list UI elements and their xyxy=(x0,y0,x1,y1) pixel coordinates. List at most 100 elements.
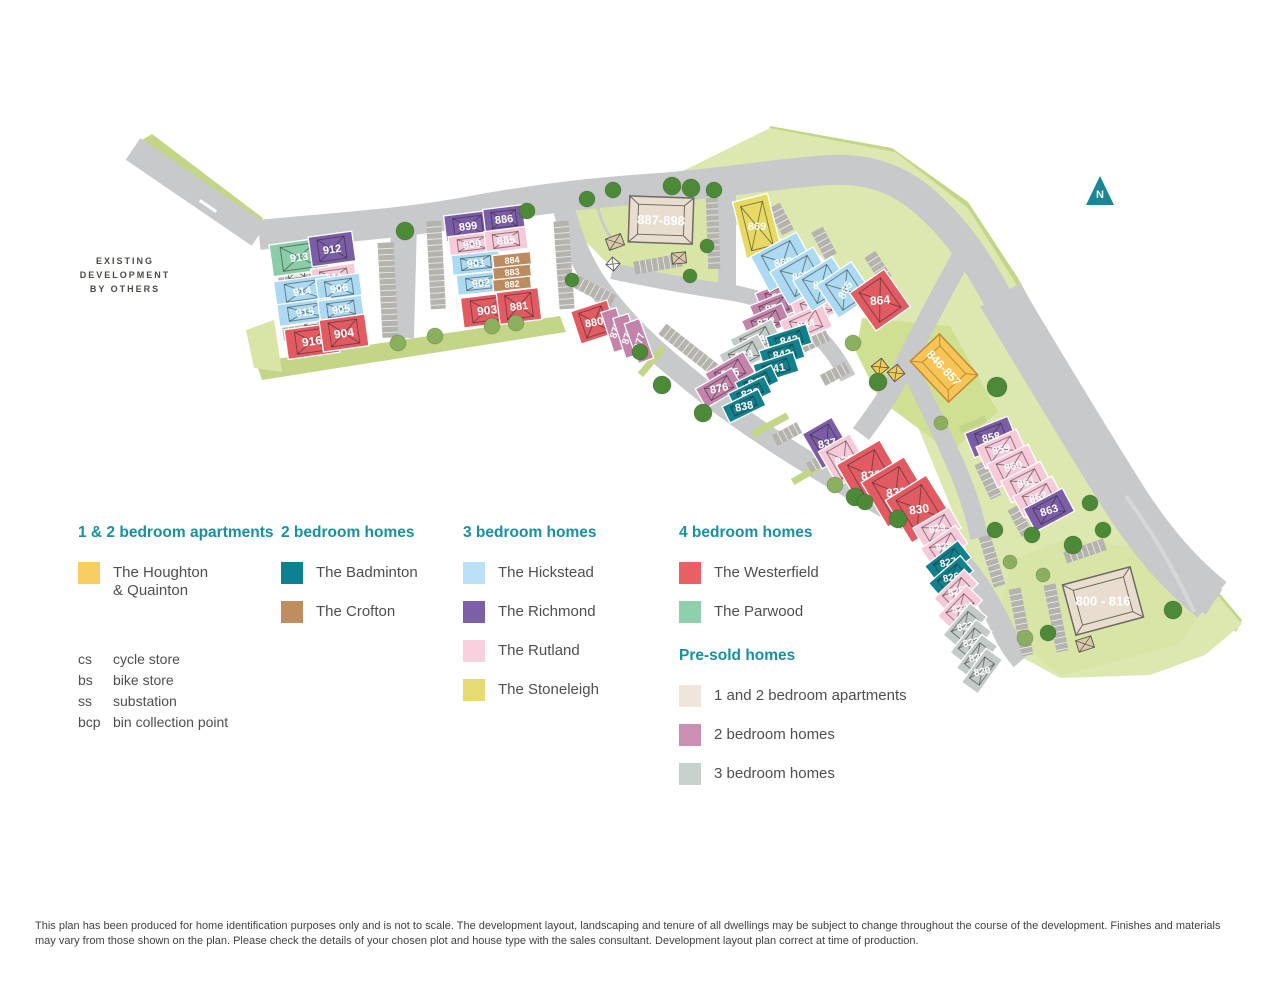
abbr-cs-label: cycle store xyxy=(113,651,180,667)
plot-label-906: 906 xyxy=(329,282,349,296)
houghton-label: The Houghton & Quainton xyxy=(113,564,209,599)
abbr-bcp-label: bin collection point xyxy=(113,714,229,730)
plot-863[interactable]: 863 xyxy=(1022,487,1076,533)
legend-item-richmond: The Richmond xyxy=(463,601,599,623)
plot-864[interactable]: 864 xyxy=(848,268,912,332)
abbr-cs: cs cycle store xyxy=(78,651,228,667)
legend-heading-2bed: 2 bedroom homes xyxy=(281,524,415,541)
house-footprint xyxy=(327,318,361,348)
road xyxy=(898,357,988,540)
abbr-ss: ss substation xyxy=(78,693,228,709)
westerfield-label: The Westerfield xyxy=(714,564,819,581)
tree-icon xyxy=(699,238,715,254)
tree-icon xyxy=(693,403,713,423)
plot-label-905: 905 xyxy=(331,303,351,317)
plot-label-869: 869 xyxy=(748,221,766,233)
legend-item-hickstead: The Hickstead xyxy=(463,562,599,584)
plot-820[interactable]: 820 xyxy=(960,647,1004,695)
parking-strip xyxy=(426,220,446,310)
house-footprint xyxy=(703,374,735,402)
plot-860[interactable]: 860 xyxy=(985,443,1041,489)
green-area xyxy=(246,320,282,372)
tree-icon xyxy=(1063,535,1083,555)
plot-859[interactable]: 859 xyxy=(975,428,1027,470)
parking-strip xyxy=(978,534,1006,588)
plot-906[interactable]: 906 xyxy=(314,272,364,304)
plot-label-899: 899 xyxy=(458,220,478,234)
tree-icon xyxy=(986,521,1004,539)
plot-label-904: 904 xyxy=(333,325,355,342)
plot-label-884: 884 xyxy=(504,254,520,266)
parking-strip xyxy=(811,226,837,260)
house-footprint xyxy=(729,395,759,417)
presold-3bed-label: 3 bedroom homes xyxy=(714,765,835,782)
plot-885[interactable]: 885 xyxy=(483,225,529,255)
north-arrow: N xyxy=(1086,176,1116,206)
footpath xyxy=(1124,494,1196,613)
parking-strip xyxy=(771,422,803,446)
north-arrow-icon xyxy=(1086,176,1114,205)
plot-886[interactable]: 886 xyxy=(481,203,527,235)
legend-item-crofton: The Crofton xyxy=(281,601,418,623)
plot-915[interactable]: 915 xyxy=(275,296,335,328)
tree-icon xyxy=(652,375,672,395)
legend-item-houghton: The Houghton & Quainton xyxy=(78,562,274,600)
plot-912[interactable]: 912 xyxy=(307,230,357,268)
plot-label-901: 901 xyxy=(466,257,486,271)
tree-icon xyxy=(426,327,444,345)
building-800-816[interactable]: 800 - 816 xyxy=(1061,565,1145,637)
abbr-bcp-key: bcp xyxy=(78,714,101,730)
legend-item-parwood: The Parwood xyxy=(679,601,907,623)
plot-label-829: 829 xyxy=(928,522,947,536)
plot-881[interactable]: 881 xyxy=(495,286,543,326)
parwood-label: The Parwood xyxy=(714,603,804,620)
crofton-label: The Crofton xyxy=(316,603,396,620)
plot-label-912: 912 xyxy=(322,243,342,257)
tree-icon xyxy=(395,221,415,241)
tree-icon xyxy=(856,493,874,511)
tree-icon xyxy=(1039,624,1057,642)
house-footprint xyxy=(968,656,996,686)
cycle-store-icon xyxy=(886,363,906,383)
plot-901[interactable]: 901 xyxy=(450,249,502,277)
legend-item-presold-apartments: 1 and 2 bedroom apartments xyxy=(679,685,907,707)
plot-883[interactable]: 883 xyxy=(491,263,533,281)
richmond-swatch xyxy=(463,601,485,623)
parwood-swatch xyxy=(679,601,701,623)
tree-icon xyxy=(564,272,580,288)
legend-item-westerfield: The Westerfield xyxy=(679,562,907,584)
plot-882[interactable]: 882 xyxy=(491,275,533,293)
legend-col-apartments: 1 & 2 bedroom apartments The Houghton & … xyxy=(78,524,274,617)
rutland-swatch xyxy=(463,640,485,662)
house-footprint xyxy=(490,208,518,230)
abbr-bs: bs bike store xyxy=(78,672,228,688)
legend-item-rutland: The Rutland xyxy=(463,640,599,662)
plot-869[interactable]: 869 xyxy=(731,192,783,260)
house-footprint xyxy=(491,230,521,250)
abbr-ss-key: ss xyxy=(78,693,92,709)
legend-item-badminton: The Badminton xyxy=(281,562,418,584)
tree-icon xyxy=(1094,521,1112,539)
house-footprint xyxy=(858,277,902,323)
parking-strip xyxy=(553,220,575,310)
abbr-bcp: bcp bin collection point xyxy=(78,714,228,730)
plot-904[interactable]: 904 xyxy=(318,313,370,353)
plot-838[interactable]: 838 xyxy=(721,388,767,424)
grass-verge xyxy=(637,344,667,378)
westerfield-swatch xyxy=(679,562,701,584)
plot-label-882: 882 xyxy=(504,278,520,290)
building-label: 887-898 xyxy=(637,212,685,229)
parking-strip xyxy=(567,272,617,308)
house-footprint xyxy=(1032,494,1066,526)
tree-icon xyxy=(1035,567,1051,583)
house-footprint xyxy=(740,200,774,252)
plot-829[interactable]: 829 xyxy=(911,506,963,550)
tree-icon xyxy=(986,376,1008,398)
building-887-898[interactable]: 887-898 xyxy=(627,195,695,245)
substation-icon xyxy=(605,256,621,272)
presold-apartments-label: 1 and 2 bedroom apartments xyxy=(714,687,907,704)
plot-876[interactable]: 876 xyxy=(694,367,744,409)
building-846-857[interactable]: 846-857 xyxy=(909,332,979,404)
tree-icon xyxy=(518,202,536,220)
